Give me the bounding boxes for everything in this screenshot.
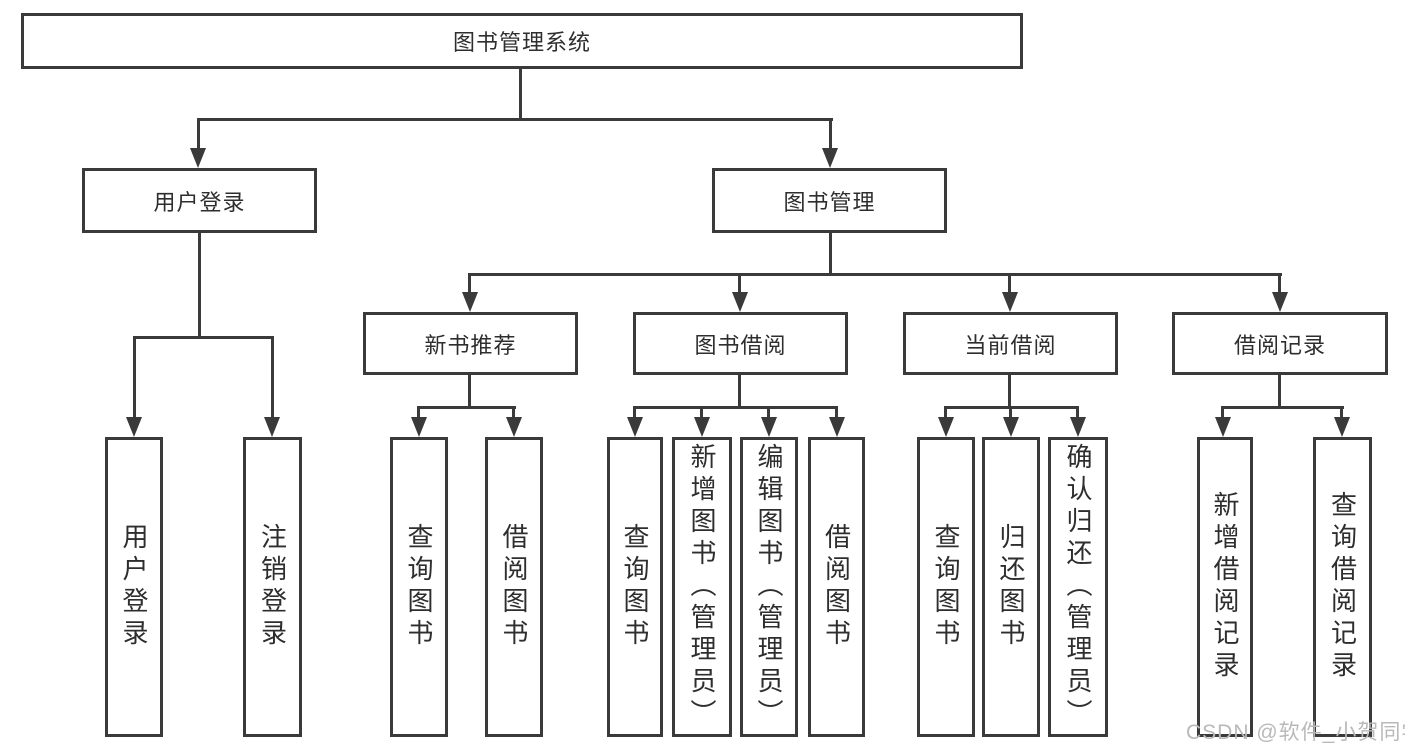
connector-arrowhead-icon: [822, 148, 838, 168]
connector-line: [1221, 406, 1224, 417]
connector-arrowhead-icon: [627, 417, 643, 437]
connector-line: [512, 406, 515, 417]
connector-line: [633, 406, 838, 409]
connector-arrowhead-icon: [411, 417, 427, 437]
connector-arrowhead-icon: [1070, 417, 1086, 437]
connector-arrowhead-icon: [1272, 292, 1288, 312]
connector-line: [519, 69, 522, 118]
node-leaf-borrow-books-2: 借阅图书: [808, 437, 865, 737]
connector-line: [468, 375, 471, 406]
connector-line: [417, 406, 516, 409]
connector-line: [197, 118, 833, 121]
connector-line: [133, 336, 274, 339]
connector-arrowhead-icon: [694, 417, 710, 437]
node-new-book-recommend: 新书推荐: [363, 312, 578, 375]
connector-line: [197, 118, 200, 149]
connector-line: [1340, 406, 1343, 417]
connector-line: [469, 273, 1282, 276]
node-library-management-system: 图书管理系统: [21, 13, 1023, 69]
node-leaf-borrow-books-1: 借阅图书: [485, 437, 543, 737]
connector-line: [271, 336, 274, 417]
node-leaf-edit-book-admin: 编辑图书（管理员）: [740, 437, 798, 737]
connector-arrowhead-icon: [506, 417, 522, 437]
node-leaf-query-books-3: 查询图书: [917, 437, 975, 737]
node-leaf-user-login: 用户登录: [105, 437, 163, 737]
node-book-management: 图书管理: [712, 168, 947, 233]
connector-line: [738, 273, 741, 292]
node-leaf-add-borrow-record: 新增借阅记录: [1197, 437, 1253, 737]
connector-line: [417, 406, 420, 417]
node-user-login: 用户登录: [82, 168, 317, 233]
connector-line: [738, 375, 741, 406]
connector-arrowhead-icon: [732, 292, 748, 312]
connector-arrowhead-icon: [829, 417, 845, 437]
connector-arrowhead-icon: [190, 148, 206, 168]
node-current-borrow: 当前借阅: [903, 312, 1118, 375]
connector-line: [198, 233, 201, 336]
node-leaf-query-books-2: 查询图书: [607, 437, 663, 737]
connector-arrowhead-icon: [1334, 417, 1350, 437]
node-borrow-records: 借阅记录: [1172, 312, 1388, 375]
connector-line: [767, 406, 770, 417]
connector-arrowhead-icon: [264, 417, 280, 437]
node-leaf-query-books-1: 查询图书: [390, 437, 448, 737]
connector-line: [1278, 273, 1281, 292]
node-leaf-return-books: 归还图书: [982, 437, 1040, 737]
node-leaf-confirm-return-admin: 确认归还（管理员）: [1048, 437, 1108, 737]
node-leaf-query-borrow-record: 查询借阅记录: [1313, 437, 1372, 737]
connector-arrowhead-icon: [1003, 417, 1019, 437]
connector-line: [1008, 273, 1011, 292]
node-leaf-logout: 注销登录: [243, 437, 302, 737]
connector-line: [468, 273, 471, 292]
connector-line: [945, 406, 1079, 409]
watermark: CSDN @软件_小贺同学: [1186, 721, 1405, 744]
node-book-borrow: 图书借阅: [633, 312, 848, 375]
connector-line: [133, 336, 136, 417]
connector-line: [700, 406, 703, 417]
connector-arrowhead-icon: [462, 292, 478, 312]
connector-arrowhead-icon: [126, 417, 142, 437]
connector-line: [835, 406, 838, 417]
connector-line: [1222, 406, 1344, 409]
connector-line: [1009, 406, 1012, 417]
connector-line: [1076, 406, 1079, 417]
connector-line: [944, 406, 947, 417]
connector-arrowhead-icon: [1215, 417, 1231, 437]
connector-arrowhead-icon: [1002, 292, 1018, 312]
node-leaf-add-book-admin: 新增图书（管理员）: [672, 437, 732, 737]
connector-line: [1278, 375, 1281, 406]
connector-line: [829, 233, 832, 273]
connector-line: [633, 406, 636, 417]
connector-line: [1008, 375, 1011, 406]
connector-arrowhead-icon: [938, 417, 954, 437]
connector-arrowhead-icon: [761, 417, 777, 437]
connector-line: [829, 118, 832, 149]
